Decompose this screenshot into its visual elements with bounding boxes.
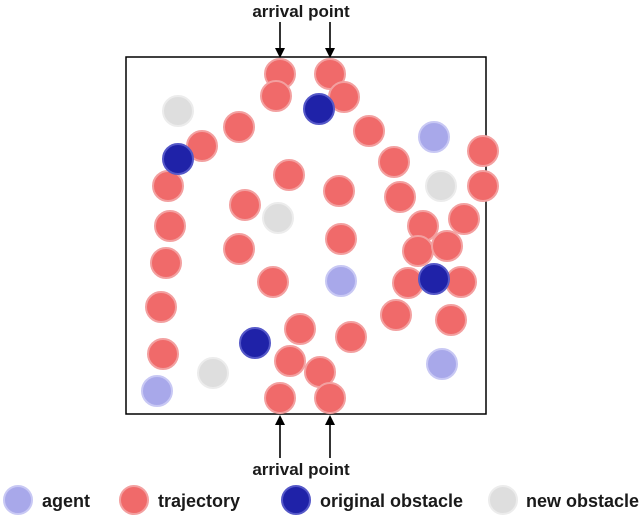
trajectory-circle [353, 115, 385, 147]
legend-original-obstacle-swatch [281, 485, 311, 515]
new-obstacle-circle [162, 95, 194, 127]
trajectory-circle [335, 321, 367, 353]
original-obstacle-circle [162, 143, 194, 175]
trajectory-circle [147, 338, 179, 370]
trajectory-circle [384, 181, 416, 213]
agent-circle [426, 348, 458, 380]
trajectory-circle [392, 267, 424, 299]
trajectory-circle [314, 58, 346, 90]
trajectory-circle [152, 170, 184, 202]
trajectory-circle [145, 291, 177, 323]
trajectory-circle [448, 203, 480, 235]
trajectory-circle [223, 233, 255, 265]
arrival-point-label-top: arrival point [252, 2, 350, 21]
trajectory-circle [260, 80, 292, 112]
trajectory-circle [378, 146, 410, 178]
new-obstacle-circle [425, 170, 457, 202]
legend-original-obstacle-label: original obstacle [320, 491, 463, 511]
environment-border [125, 56, 487, 415]
original-obstacle-circle [303, 93, 335, 125]
trajectory-circle [467, 135, 499, 167]
agent-circle [141, 375, 173, 407]
trajectory-circle [264, 382, 296, 414]
trajectory-circle [467, 170, 499, 202]
legend-agent-label: agent [42, 491, 90, 511]
trajectory-circle [323, 175, 355, 207]
original-obstacle-circle [239, 327, 271, 359]
agent-circle [418, 121, 450, 153]
trajectory-circle [154, 210, 186, 242]
legend-new-obstacle-swatch [488, 485, 518, 515]
new-obstacle-circle [197, 357, 229, 389]
trajectory-circle [435, 304, 467, 336]
new-obstacle-circle [262, 202, 294, 234]
trajectory-circle [445, 266, 477, 298]
trajectory-circle [274, 345, 306, 377]
trajectory-circle [314, 382, 346, 414]
trajectory-circle [431, 230, 463, 262]
agent-circle [325, 265, 357, 297]
trajectory-circle [273, 159, 305, 191]
legend-new-obstacle-label: new obstacle [526, 491, 639, 511]
trajectory-circle [223, 111, 255, 143]
legend: agent trajectory original obstacle new o… [3, 485, 639, 515]
legend-trajectory-swatch [119, 485, 149, 515]
trajectory-circle [150, 247, 182, 279]
legend-agent-swatch [3, 485, 33, 515]
trajectory-circle [402, 235, 434, 267]
circles-layer [141, 58, 499, 414]
trajectory-circle [380, 299, 412, 331]
trajectory-circle [284, 313, 316, 345]
trajectory-circle [229, 189, 261, 221]
legend-trajectory-label: trajectory [158, 491, 240, 511]
arrival-point-label-bottom: arrival point [252, 460, 350, 479]
trajectory-circle [325, 223, 357, 255]
original-obstacle-circle [418, 263, 450, 295]
trajectory-circle [257, 266, 289, 298]
